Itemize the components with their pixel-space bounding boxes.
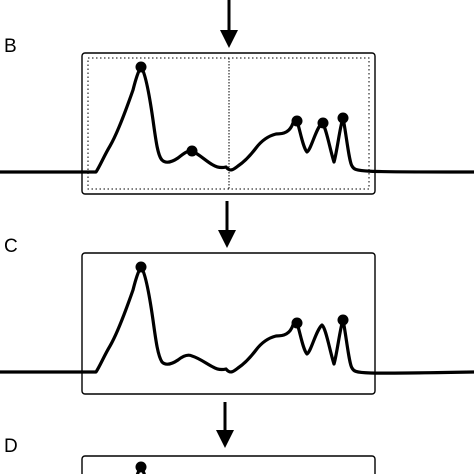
panel-label: C (4, 236, 18, 257)
peak-marker (317, 117, 329, 129)
peak-marker (337, 314, 349, 326)
peak-marker (291, 317, 303, 329)
arrow-into-panel-b (220, 0, 238, 48)
arrow-into-panel-c (218, 201, 236, 248)
peak-marker (135, 461, 147, 473)
arrow-into-panel-d (216, 402, 234, 448)
arrow-head (216, 430, 234, 448)
panel-c: C (0, 236, 474, 395)
panel-frame (81, 52, 376, 195)
peak-marker (186, 145, 198, 157)
panel-frame (81, 252, 376, 395)
panel-label: D (4, 436, 18, 457)
panel-frame (81, 455, 376, 474)
arrow-head (220, 30, 238, 48)
signal-trace (0, 65, 474, 174)
panel-label: B (4, 36, 17, 57)
panel-d: D (4, 436, 376, 474)
arrow-head (218, 230, 236, 248)
peak-marker (135, 261, 147, 273)
signal-trace (0, 265, 474, 375)
panel-b: B (0, 36, 474, 195)
peak-marker (291, 115, 303, 127)
peak-marker (135, 61, 147, 73)
peak-marker (337, 112, 349, 124)
